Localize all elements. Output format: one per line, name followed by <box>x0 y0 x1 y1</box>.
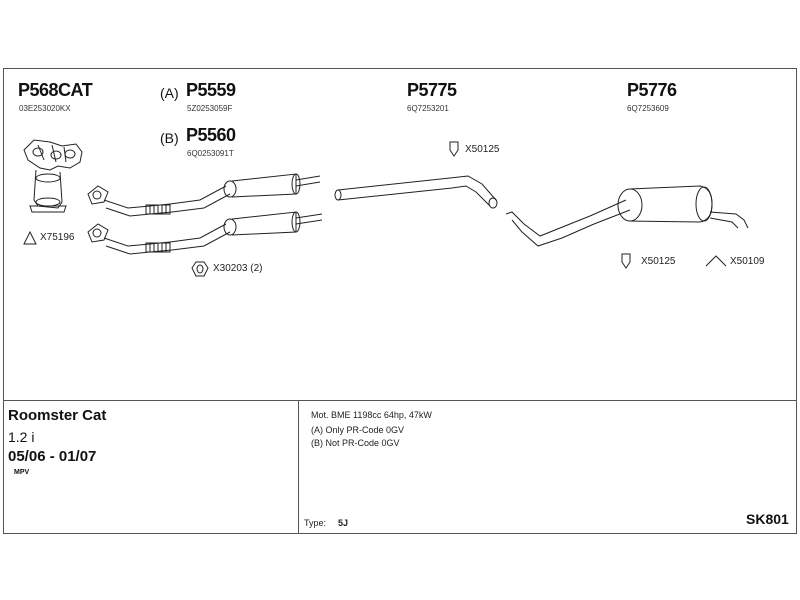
part-code-p5775: 6Q7253201 <box>407 104 449 113</box>
note-motor: Mot. BME 1198cc 64hp, 47kW <box>311 410 432 420</box>
diagram-frame <box>3 68 797 534</box>
accessory-x75196: X75196 <box>40 232 75 243</box>
catalyst-manifold-drawing <box>23 139 83 213</box>
part-number-p5560: P5560 <box>186 125 236 145</box>
note-variant-a: (A) Only PR-Code 0GV <box>311 425 405 435</box>
variant-label-b: (B) <box>160 130 179 146</box>
part-code-p568cat: 03E253020KX <box>19 104 71 113</box>
front-pipe-lower-drawing <box>87 211 323 255</box>
part-number-p5559: P5559 <box>186 80 236 100</box>
divider-vertical <box>298 400 299 534</box>
hanger-bracket-icon <box>705 255 727 267</box>
clamp-ring-icon <box>191 261 209 277</box>
part-number-p5775: P5775 <box>407 80 457 100</box>
part-number-p5776: P5776 <box>627 80 677 100</box>
front-pipe-upper-drawing <box>87 173 321 217</box>
clamp-ring-inner-icon <box>196 264 204 274</box>
accessory-x50125-bottom: X50125 <box>641 256 676 267</box>
vehicle-engine: 1.2 i <box>8 429 35 445</box>
type-value: 5J <box>338 518 349 528</box>
gasket-triangle-icon <box>23 230 37 245</box>
variant-label-a: (A) <box>160 85 179 101</box>
vehicle-model: Roomster Cat <box>8 407 107 424</box>
part-number-p568cat: P568CAT <box>18 80 93 100</box>
rubber-mount-icon-top <box>449 141 459 157</box>
kit-code: SK801 <box>746 511 789 527</box>
part-code-p5559: 5Z0253059F <box>187 104 233 113</box>
rear-silencer-drawing <box>505 185 749 247</box>
vehicle-years: 05/06 - 01/07 <box>8 448 97 465</box>
type-label: Type: <box>304 518 327 528</box>
rubber-mount-icon-bottom <box>621 253 631 269</box>
part-code-p5560: 6Q0253091T <box>187 149 234 158</box>
accessory-x50125-top: X50125 <box>465 144 500 155</box>
accessory-x30203: X30203 (2) <box>213 263 263 274</box>
accessory-x50109: X50109 <box>730 256 765 267</box>
vehicle-body: MPV <box>14 469 30 476</box>
middle-pipe-drawing <box>334 175 498 209</box>
divider-horizontal <box>3 400 797 401</box>
part-code-p5776: 6Q7253609 <box>627 104 669 113</box>
note-variant-b: (B) Not PR-Code 0GV <box>311 438 400 448</box>
